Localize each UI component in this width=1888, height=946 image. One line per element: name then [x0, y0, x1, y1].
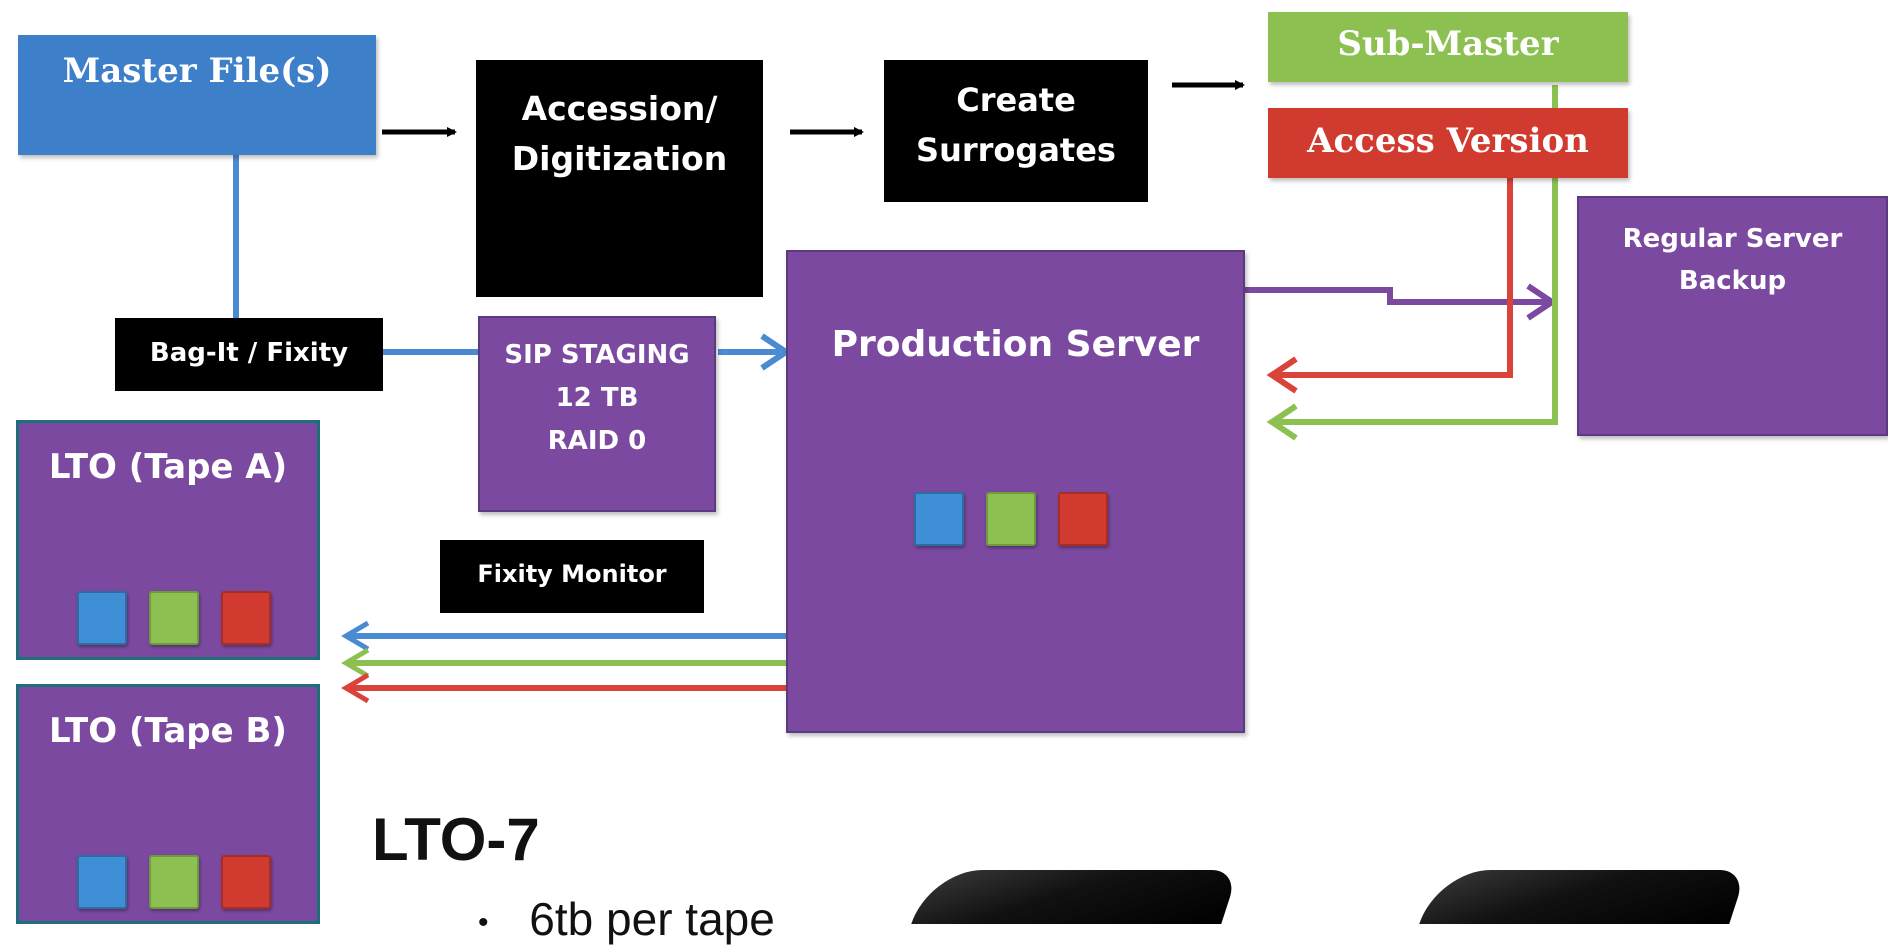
bullet-text: 6tb per tape [529, 893, 775, 945]
green-file-square [149, 855, 199, 909]
blue-file-square [77, 855, 127, 909]
green-file-square [986, 492, 1036, 546]
red-file-square [1058, 492, 1108, 546]
blue-file-square [914, 492, 964, 546]
lto-cartridge-image [1419, 870, 1747, 924]
create-surrogates-node: Create Surrogates [884, 60, 1148, 202]
sip-label-line2: 12 TB [555, 383, 639, 413]
accession-label-line1: Accession/ [521, 89, 718, 128]
bag-it-fixity-label: Bag-It / Fixity [149, 338, 349, 368]
regular-server-backup-node: Regular Server Backup [1577, 196, 1888, 436]
backup-label-line2: Backup [1678, 266, 1787, 296]
sip-label-line1: SIP STAGING [504, 340, 690, 370]
production-server-node: Production Server [786, 250, 1245, 733]
backup-label-line1: Regular Server [1622, 224, 1843, 254]
bullet-dot: • [478, 905, 489, 939]
access-version-label: Access Version [1307, 121, 1589, 161]
sip-label-line3: RAID 0 [547, 426, 647, 456]
master-files-node: Master File(s) [18, 35, 376, 155]
lto-tape-a-node: LTO (Tape A) [16, 420, 320, 660]
red-file-square [221, 591, 271, 645]
green-file-square [149, 591, 199, 645]
arrow-access-to-production [1275, 178, 1513, 378]
bag-it-fixity-node: Bag-It / Fixity [115, 318, 383, 391]
lto-tape-b-node: LTO (Tape B) [16, 684, 320, 924]
tape-b-label: LTO (Tape B) [49, 711, 287, 751]
lto-cartridge-image [911, 870, 1239, 924]
arrow-production-to-backup [1245, 287, 1548, 305]
lto7-bullet: • 6tb per tape [478, 892, 775, 946]
arrow-submaster-to-production [1275, 85, 1558, 425]
red-file-square [221, 855, 271, 909]
lto7-heading: LTO-7 [372, 806, 540, 873]
fixity-monitor-label: Fixity Monitor [477, 560, 667, 588]
sip-staging-node: SIP STAGING 12 TB RAID 0 [478, 316, 716, 512]
accession-digitization-node: Accession/ Digitization [476, 60, 763, 297]
production-server-label: Production Server [831, 324, 1200, 365]
sub-master-node: Sub-Master [1268, 12, 1628, 82]
fixity-monitor-node: Fixity Monitor [440, 540, 704, 613]
accession-label-line2: Digitization [511, 139, 728, 178]
sub-master-label: Sub-Master [1337, 24, 1559, 64]
connector-lines [233, 80, 1558, 704]
surrogates-label-line2: Surrogates [916, 131, 1116, 169]
tape-a-label: LTO (Tape A) [48, 447, 288, 487]
master-files-label: Master File(s) [62, 51, 332, 91]
surrogates-label-line1: Create [956, 81, 1076, 119]
blue-file-square [77, 591, 127, 645]
access-version-node: Access Version [1268, 108, 1628, 178]
